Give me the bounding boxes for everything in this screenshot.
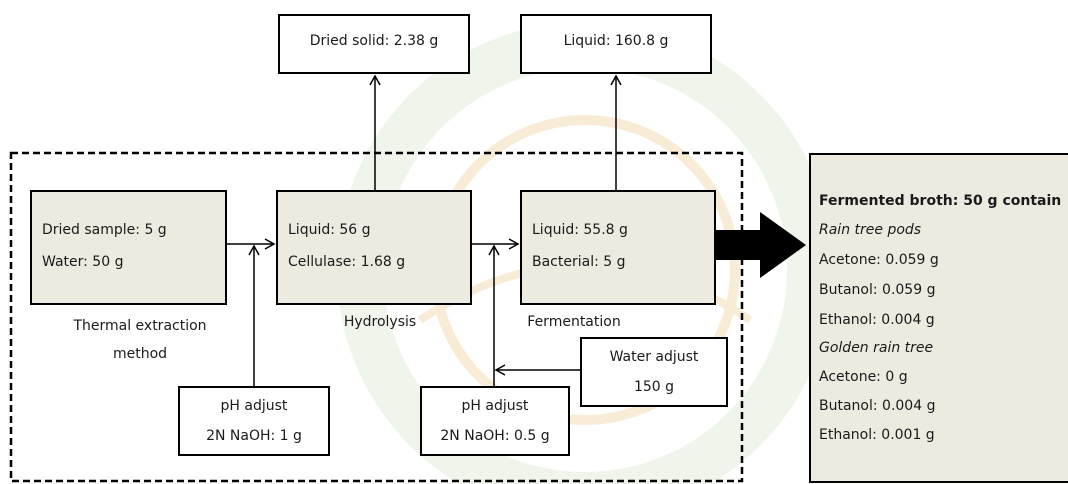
extraction-label-1: Thermal extraction bbox=[73, 318, 207, 334]
process-boundary bbox=[9, 151, 744, 483]
fermentation-line-2: Bacterial: 5 g bbox=[532, 254, 626, 270]
fermented-broth-box: Fermented broth: 50 g contain Rain tree … bbox=[809, 153, 1068, 483]
extraction-line-2: Water: 50 g bbox=[42, 254, 124, 270]
golden-ethanol: Ethanol: 0.001 g bbox=[819, 427, 935, 443]
extraction-label-2: method bbox=[112, 346, 168, 362]
dried-solid-label: Dried solid: 2.38 g bbox=[309, 33, 439, 49]
group-golden-rain-tree: Golden rain tree bbox=[819, 340, 934, 356]
ph-adjust-1-box: pH adjust 2N NaOH: 1 g bbox=[178, 386, 330, 456]
rain-tree-ethanol: Ethanol: 0.004 g bbox=[819, 312, 935, 328]
hydrolysis-line-2: Cellulase: 1.68 g bbox=[288, 254, 406, 270]
fermented-broth-title: Fermented broth: 50 g contain bbox=[819, 193, 1062, 209]
extraction-line-1: Dried sample: 5 g bbox=[42, 222, 167, 238]
rain-tree-butanol: Butanol: 0.059 g bbox=[819, 282, 936, 298]
water-adjust-box: Water adjust 150 g bbox=[580, 337, 728, 407]
hydrolysis-box: Liquid: 56 g Cellulase: 1.68 g bbox=[276, 190, 472, 305]
liquid-output-box: Liquid: 160.8 g bbox=[520, 14, 712, 74]
liquid-output-label: Liquid: 160.8 g bbox=[563, 33, 669, 49]
ph-adjust-2-box: pH adjust 2N NaOH: 0.5 g bbox=[420, 386, 570, 456]
ph-adjust-2-line-2: 2N NaOH: 0.5 g bbox=[440, 428, 550, 444]
ph-adjust-1-line-2: 2N NaOH: 1 g bbox=[206, 428, 302, 444]
water-adjust-line-2: 150 g bbox=[633, 379, 675, 395]
golden-butanol: Butanol: 0.004 g bbox=[819, 398, 936, 414]
rain-tree-acetone: Acetone: 0.059 g bbox=[819, 252, 939, 268]
block-arrow bbox=[716, 212, 806, 278]
group-rain-tree-pods: Rain tree pods bbox=[819, 222, 922, 238]
extraction-box: Dried sample: 5 g Water: 50 g bbox=[30, 190, 227, 305]
hydrolysis-label: Hydrolysis bbox=[343, 314, 417, 330]
golden-acetone: Acetone: 0 g bbox=[819, 369, 908, 385]
fermentation-label: Fermentation bbox=[527, 314, 621, 330]
hydrolysis-line-1: Liquid: 56 g bbox=[288, 222, 371, 238]
fermentation-box: Liquid: 55.8 g Bacterial: 5 g bbox=[520, 190, 716, 305]
fermentation-line-1: Liquid: 55.8 g bbox=[532, 222, 628, 238]
dried-solid-box: Dried solid: 2.38 g bbox=[278, 14, 470, 74]
ph-adjust-1-line-1: pH adjust bbox=[220, 398, 288, 414]
ph-adjust-2-line-1: pH adjust bbox=[461, 398, 529, 414]
water-adjust-line-1: Water adjust bbox=[609, 349, 699, 365]
